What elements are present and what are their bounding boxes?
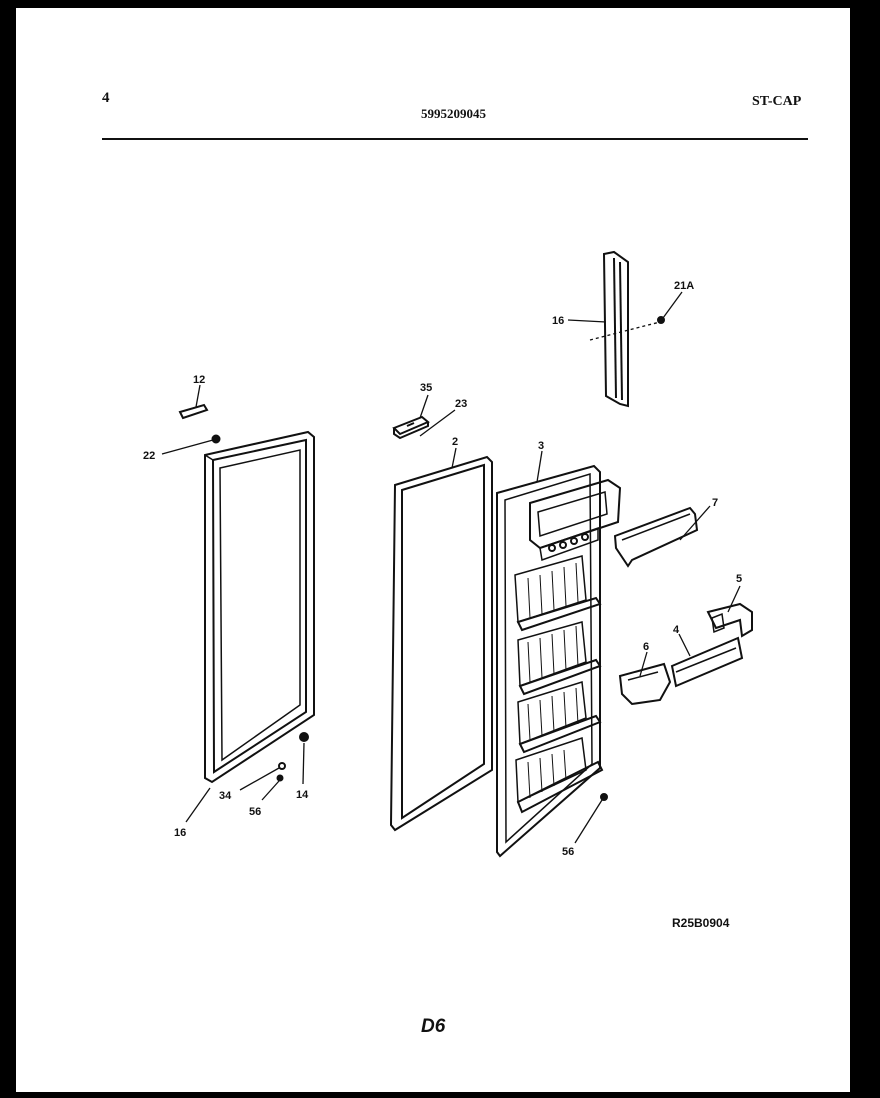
leader-2 xyxy=(451,447,457,469)
outer-door-panel xyxy=(204,430,315,784)
screw-56-left xyxy=(276,774,284,782)
screw-22 xyxy=(211,434,221,444)
callout-56-left: 56 xyxy=(249,806,261,818)
leader-16b xyxy=(567,319,607,323)
screw-21a xyxy=(657,316,665,324)
scan-border-left xyxy=(0,0,16,1098)
model-code: ST-CAP xyxy=(752,94,802,109)
callout-6: 6 xyxy=(643,641,649,653)
callout-12: 12 xyxy=(193,374,205,386)
callout-16-door: 16 xyxy=(174,827,186,839)
leader-22 xyxy=(161,439,214,455)
callout-23: 23 xyxy=(455,398,467,410)
shelf-end-right xyxy=(706,602,753,638)
callout-4: 4 xyxy=(673,624,680,636)
washer-34 xyxy=(278,762,286,770)
callout-34: 34 xyxy=(219,790,232,802)
inner-door-liner xyxy=(496,464,622,858)
leader-21a xyxy=(662,291,683,319)
callout-56-right: 56 xyxy=(562,846,574,858)
plug-14 xyxy=(299,732,309,742)
screw-axis-line xyxy=(589,321,661,341)
callout-14: 14 xyxy=(296,789,309,801)
scan-border-bottom xyxy=(0,1092,880,1098)
leader-35 xyxy=(419,394,429,419)
leader-23 xyxy=(419,409,456,437)
leader-56b xyxy=(574,799,603,844)
leader-14 xyxy=(302,742,305,785)
leader-16a xyxy=(185,787,211,823)
header-rule xyxy=(102,138,808,140)
leader-6 xyxy=(639,651,648,677)
leader-56a xyxy=(261,780,280,801)
trim-strip xyxy=(602,250,629,408)
part-number: 5995209045 xyxy=(421,106,486,121)
callout-5: 5 xyxy=(736,573,742,585)
leader-12 xyxy=(195,384,201,408)
callout-35: 35 xyxy=(420,382,432,394)
callout-21a: 21A xyxy=(674,280,694,292)
shelf-bar xyxy=(670,636,744,688)
leader-7 xyxy=(679,505,711,541)
callout-7: 7 xyxy=(712,497,718,509)
dairy-door xyxy=(613,506,699,568)
callout-22: 22 xyxy=(143,450,155,462)
leader-4 xyxy=(678,633,691,657)
hinge-part xyxy=(392,415,430,440)
page-code: D6 xyxy=(421,1016,446,1037)
page-number: 4 xyxy=(102,90,110,106)
callout-16-trim: 16 xyxy=(552,315,564,327)
leader-34 xyxy=(239,767,280,791)
drawing-reference: R25B0904 xyxy=(672,916,730,930)
leader-5 xyxy=(727,585,741,613)
shelf-end-left xyxy=(618,662,672,706)
leader-3 xyxy=(536,450,543,483)
scan-border-top xyxy=(0,0,880,8)
door-gasket xyxy=(389,455,493,832)
callout-3: 3 xyxy=(538,440,544,452)
callout-2: 2 xyxy=(452,436,458,448)
handle-part xyxy=(178,403,209,420)
scan-border-right xyxy=(850,0,880,1098)
screw-56-right xyxy=(600,793,608,801)
